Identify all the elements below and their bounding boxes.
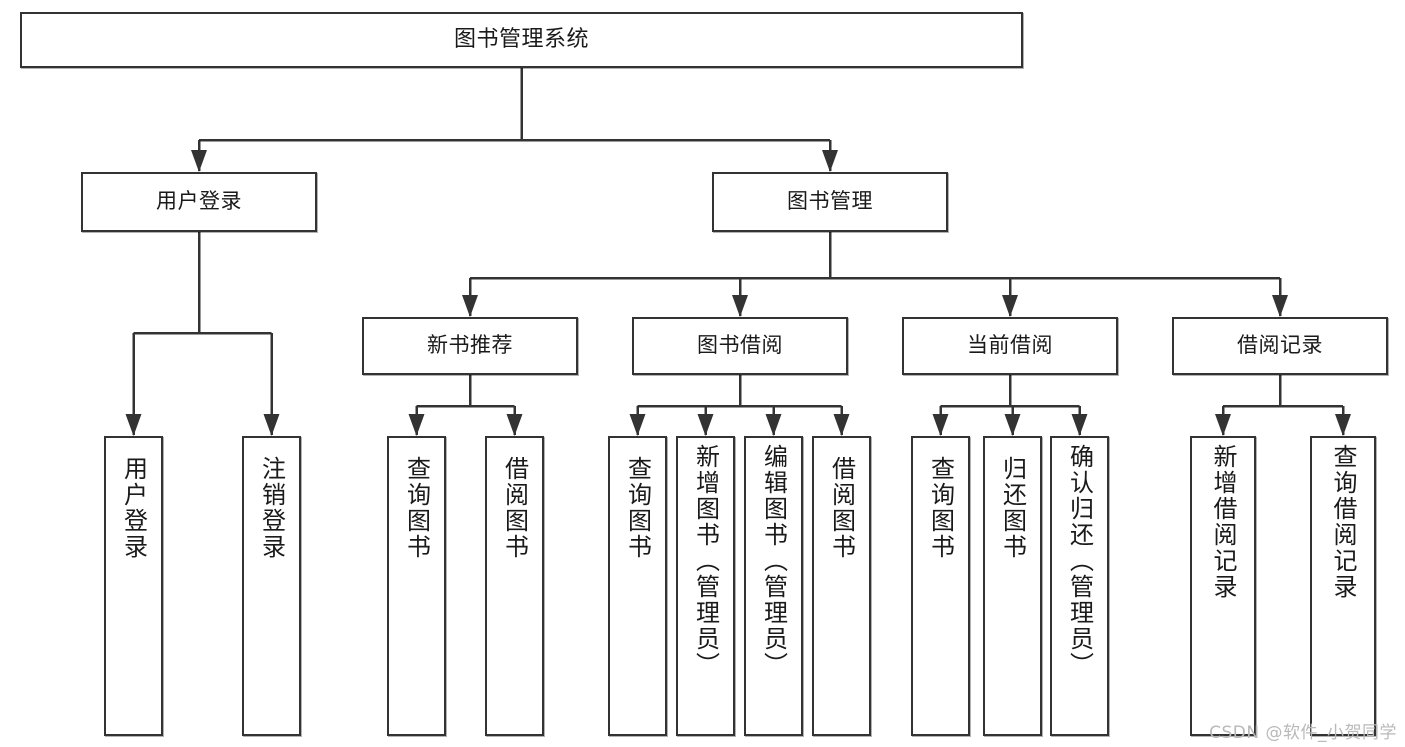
node-label: 当前借阅 (967, 333, 1053, 358)
watermark: CSDN @软件_小贺同学 (1209, 723, 1397, 743)
node-label: 新书推荐 (427, 333, 513, 358)
node-label: 新增图书（管理员） (691, 444, 720, 678)
node-l-add[interactable]: 新增图书（管理员） (676, 436, 735, 736)
node-label: 图书管理 (787, 189, 873, 214)
node-l-return[interactable]: 归还图书 (983, 436, 1042, 736)
node-label: 图书借阅 (697, 333, 783, 358)
node-newbook[interactable]: 新书推荐 (362, 317, 578, 375)
node-label: 编辑图书（管理员） (759, 444, 788, 678)
node-current[interactable]: 当前借阅 (902, 317, 1118, 375)
node-l-b1[interactable]: 借阅图书 (485, 436, 544, 736)
node-label: 借阅图书 (500, 456, 529, 560)
node-label: 确认归还（管理员） (1065, 444, 1094, 678)
node-l-logout[interactable]: 注销登录 (242, 436, 301, 736)
node-label: 查询图书 (402, 456, 431, 560)
node-label: 图书管理系统 (453, 26, 589, 52)
node-login[interactable]: 用户登录 (81, 172, 317, 232)
node-l-b2[interactable]: 借阅图书 (812, 436, 871, 736)
node-l-q1[interactable]: 查询图书 (387, 436, 446, 736)
node-records[interactable]: 借阅记录 (1172, 317, 1388, 375)
node-l-qrec[interactable]: 查询借阅记录 (1310, 436, 1376, 736)
node-l-edit[interactable]: 编辑图书（管理员） (744, 436, 803, 736)
node-label: 借阅记录 (1237, 333, 1323, 358)
node-l-addrec[interactable]: 新增借阅记录 (1190, 436, 1256, 736)
node-label: 查询借阅记录 (1329, 444, 1357, 600)
node-label: 用户登录 (156, 189, 242, 214)
node-bookmgmt[interactable]: 图书管理 (712, 172, 948, 232)
node-l-confirm[interactable]: 确认归还（管理员） (1050, 436, 1109, 736)
node-label: 归还图书 (998, 456, 1027, 560)
node-l-q3[interactable]: 查询图书 (911, 436, 970, 736)
node-label: 新增借阅记录 (1209, 444, 1237, 600)
node-label: 查询图书 (623, 456, 652, 560)
node-root[interactable]: 图书管理系统 (20, 12, 1023, 68)
node-label: 查询图书 (926, 456, 955, 560)
node-l-login[interactable]: 用户登录 (104, 436, 163, 736)
node-label: 注销登录 (257, 456, 286, 560)
node-borrow[interactable]: 图书借阅 (632, 317, 848, 375)
node-l-q2[interactable]: 查询图书 (608, 436, 667, 736)
node-label: 用户登录 (119, 456, 148, 560)
node-label: 借阅图书 (827, 456, 856, 560)
